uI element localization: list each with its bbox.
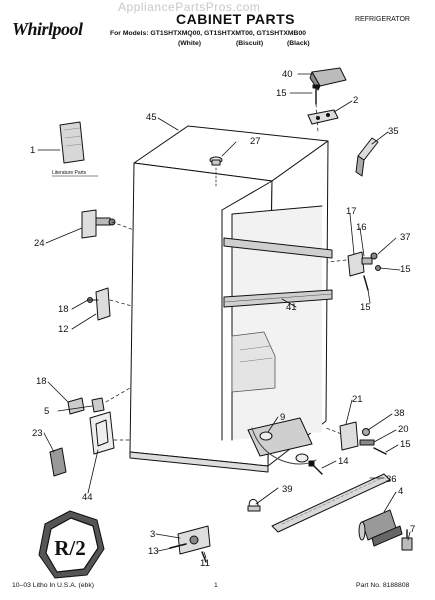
callout-21: 21 <box>352 394 363 405</box>
callout-27: 27 <box>250 136 261 147</box>
svg-text:R/2: R/2 <box>54 536 86 560</box>
callout-16: 16 <box>356 222 367 233</box>
top-hinge-part <box>307 109 339 125</box>
callout-13: 13 <box>148 546 159 557</box>
literature-parts <box>59 121 85 164</box>
callout-20: 20 <box>398 424 409 435</box>
callout-18: 18 <box>58 304 69 315</box>
footer-part-number: Part No. 8188808 <box>356 582 410 589</box>
callout-15: 15 <box>276 88 287 99</box>
models-line: For Models: GT1SHTXMQ00, GT1SHTXMT00, GT… <box>110 30 307 37</box>
bracket-44-part <box>89 411 115 455</box>
callout-11: 11 <box>200 558 210 569</box>
footer-page-number: 1 <box>214 582 218 589</box>
literature-parts-label: Literature Parts <box>52 170 87 176</box>
roller-assembly-part <box>358 509 403 547</box>
screw-14-part <box>308 460 323 475</box>
emblem-logo: R/2 <box>38 510 105 579</box>
callout-2: 2 <box>353 95 358 106</box>
footer-litho: 10–03 Litho In U.S.A. (ebk) <box>12 582 94 589</box>
handle-part <box>355 137 379 177</box>
cover-23-part <box>49 447 67 477</box>
screw-top-part <box>312 84 320 105</box>
callout-39: 39 <box>282 484 293 495</box>
base-rail-part <box>271 473 391 533</box>
brand-logo: Whirlpool <box>12 19 83 39</box>
cabinet-shell <box>129 125 329 473</box>
category-label: REFRIGERATOR <box>355 16 410 23</box>
callout-15: 15 <box>360 302 371 313</box>
callout-4: 4 <box>398 486 403 497</box>
bracket-24-part <box>81 209 116 239</box>
plug-part <box>209 156 223 189</box>
callout-9: 9 <box>280 412 285 423</box>
clip-39-part <box>247 499 261 512</box>
callout-37: 37 <box>400 232 411 243</box>
hinge-right-middle-part <box>347 251 381 291</box>
callout-7: 7 <box>410 524 415 535</box>
callout-45: 45 <box>146 112 157 123</box>
callout-40: 40 <box>282 69 293 80</box>
callout-5: 5 <box>44 406 49 417</box>
callout-18: 18 <box>36 376 47 387</box>
top-cross-rail <box>223 237 333 259</box>
hinge-lower-left-part <box>67 397 105 415</box>
callout-17: 17 <box>346 206 357 217</box>
callout-leaders <box>37 73 411 559</box>
center-rail <box>223 289 333 308</box>
bracket-12-part <box>87 287 111 321</box>
callout-23: 23 <box>32 428 43 439</box>
callout-24: 24 <box>34 238 45 249</box>
page-title: CABINET PARTS <box>176 11 296 27</box>
callout-36: 36 <box>386 474 397 485</box>
callout-44: 44 <box>82 492 93 503</box>
callout-1: 1 <box>30 145 35 156</box>
color-name-biscuit: (Biscuit) <box>236 40 264 47</box>
watermark-text: AppliancePartsPros.com <box>118 0 261 14</box>
callout-14: 14 <box>338 456 349 467</box>
callout-12: 12 <box>58 324 69 335</box>
hinge-right-lower-part <box>339 421 387 455</box>
callout-41: 41 <box>286 302 297 313</box>
callout-15: 15 <box>400 439 411 450</box>
callout-35: 35 <box>388 126 399 137</box>
foot-7-part <box>401 529 413 551</box>
callout-38: 38 <box>394 408 405 419</box>
dashed-leaders <box>105 103 353 441</box>
leveler-part <box>169 525 211 563</box>
color-name-white: (White) <box>178 40 202 47</box>
callout-3: 3 <box>150 529 155 540</box>
drain-tube-part <box>247 417 317 465</box>
color-name-black: (Black) <box>287 40 310 47</box>
callout-15: 15 <box>400 264 411 275</box>
